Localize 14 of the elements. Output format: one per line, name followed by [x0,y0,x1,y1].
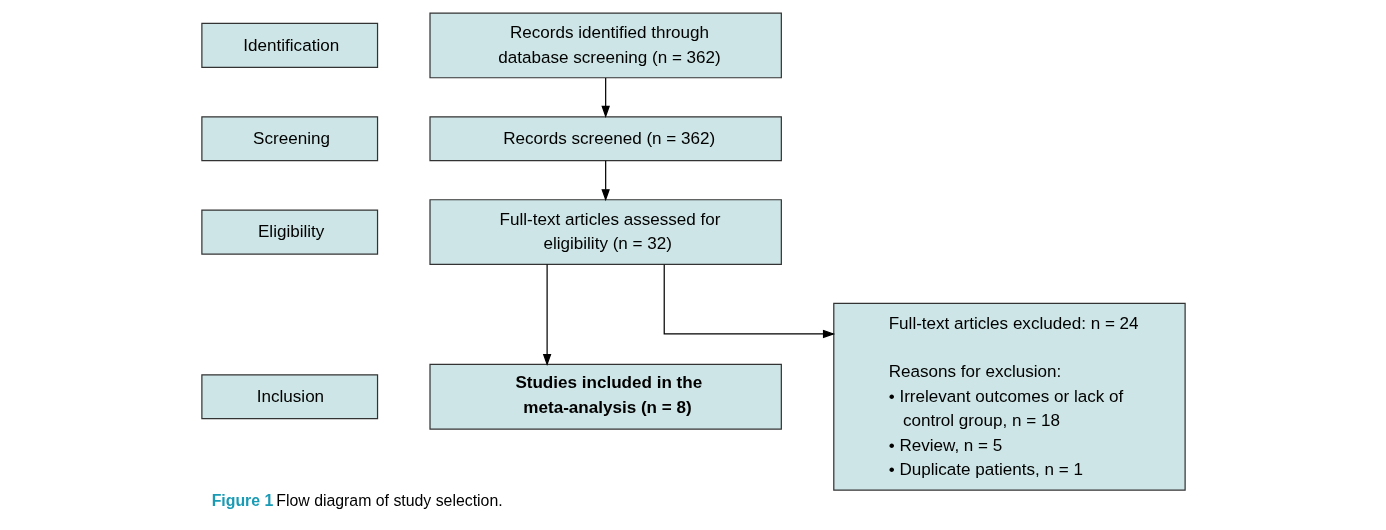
node-box: Studies included in the meta-analysis (n = 8) [428,363,782,430]
node-box: Identification [200,22,378,68]
arrow [600,160,610,202]
node-box: Full-text articles assessed for eligibility (n = 32) [428,199,782,265]
arrow [542,264,551,367]
node-box: Full-text articles excluded: n = 24 Reasons for exclusion: • Irrelevant outcomes or lack of control group, n = 18 • Review, n = 5 • Duplicate patients, n = 1 [832,302,1186,491]
node-box: Records screened (n = 362) [428,116,782,162]
node-box: Inclusion [200,374,378,420]
arrow [600,77,610,119]
caption: Figure 1 Flow diagram of study selection. [211,492,503,510]
node-box: Records identified through database screening (n = 362) [428,12,782,79]
node-box: Screening [200,116,378,162]
arrow [663,264,835,339]
node-box: Eligibility [200,209,378,255]
